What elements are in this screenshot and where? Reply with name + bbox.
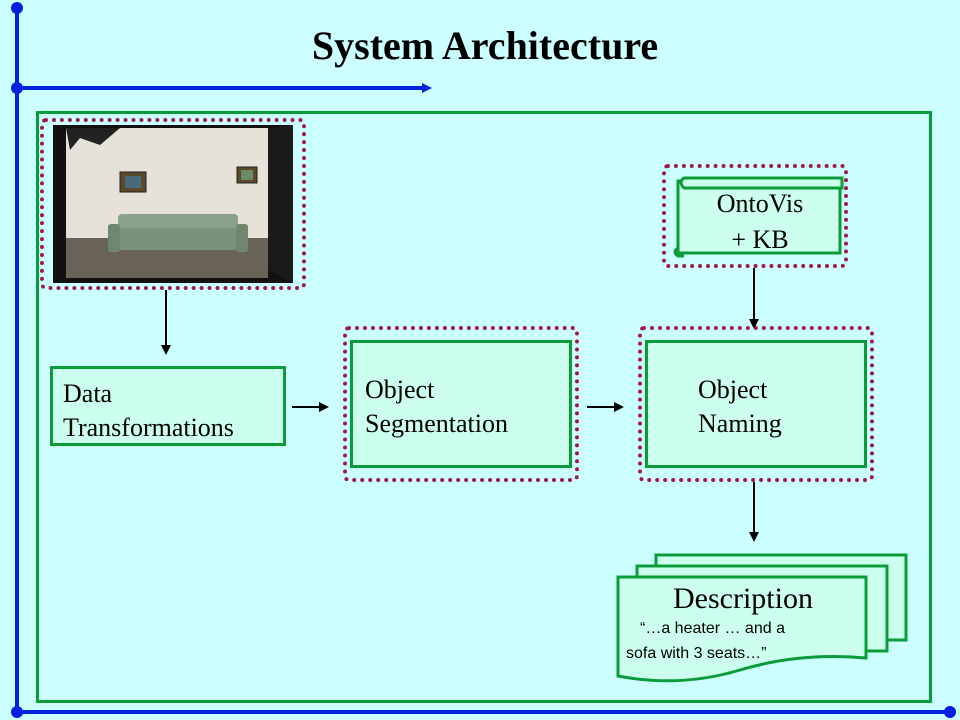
object-naming-box: Object Naming: [645, 340, 867, 468]
frame-dot-middle: [11, 82, 23, 94]
description-quote-line1: “…a heater … and a: [640, 620, 785, 637]
sofa-arm-right: [236, 224, 248, 252]
ontovis-scroll-top-curl: [679, 176, 844, 190]
room-shadow-right: [268, 125, 293, 283]
object-segmentation-line2: Segmentation: [365, 409, 508, 438]
room-shadow-top: [66, 128, 120, 150]
input-image-frame: [40, 118, 306, 290]
ontovis-line1: OntoVis: [716, 189, 804, 218]
ontovis-label: OntoVis + KB: [690, 186, 830, 258]
ontovis-frame: [662, 164, 848, 268]
object-naming-line1: Object: [698, 375, 768, 404]
frame-dot-bottom-left: [11, 706, 23, 718]
ontovis-scroll-bottom-curl: [673, 246, 684, 258]
page-title: System Architecture: [311, 23, 659, 68]
object-segmentation-frame: [343, 326, 579, 482]
painting-left-canvas: [125, 176, 141, 188]
description-quote: “…a heater … and a sofa with 3 seats…”: [626, 616, 846, 666]
data-transformations-line2: Transformations: [63, 413, 234, 442]
description-heading: Description: [673, 582, 813, 615]
frame-dot-top: [11, 2, 23, 14]
description-sheet-front: [616, 575, 868, 683]
painting-right-canvas: [241, 170, 253, 180]
frame-underline-arrowhead: [422, 83, 432, 93]
ontovis-line2: + KB: [731, 225, 789, 254]
frame-dot-bottom-right: [944, 706, 956, 718]
data-transformations-box: Data Transformations: [50, 366, 286, 446]
architecture-panel: [36, 111, 932, 703]
sofa-arm-left: [108, 224, 120, 252]
object-segmentation-box: Object Segmentation: [350, 340, 572, 468]
sofa-seat: [112, 228, 244, 250]
ontovis-scroll-body: [676, 179, 842, 255]
data-transformations-line1: Data: [63, 379, 113, 408]
sofa-back: [118, 214, 238, 232]
object-naming-line2: Naming: [698, 409, 782, 438]
object-segmentation-line1: Object: [365, 375, 435, 404]
description-quote-line2: sofa with 3 seats…”: [626, 645, 767, 662]
